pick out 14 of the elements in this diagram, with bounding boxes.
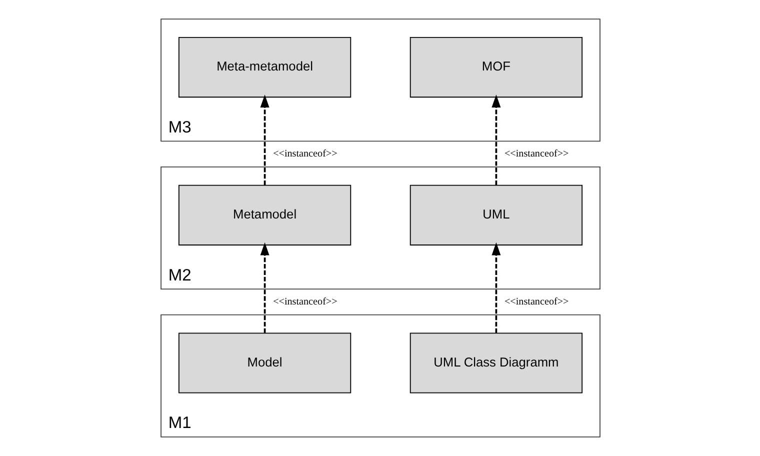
node-box: MOF bbox=[409, 36, 582, 98]
arrow bbox=[491, 242, 500, 333]
edge-label: <<instanceof>> bbox=[272, 148, 337, 160]
edge-label: <<instanceof>> bbox=[504, 148, 568, 160]
arrow bbox=[491, 94, 500, 186]
arrow bbox=[260, 94, 269, 186]
edge-label: <<instanceof>> bbox=[504, 296, 568, 308]
node-box: UML Class Diagramm bbox=[409, 332, 582, 394]
node-box: Model bbox=[178, 332, 351, 394]
node-box: Metamodel bbox=[178, 184, 351, 246]
edge-label: <<instanceof>> bbox=[272, 296, 337, 308]
node-box: UML bbox=[409, 184, 582, 246]
arrow bbox=[260, 242, 269, 333]
node-box: Meta-metamodel bbox=[178, 36, 351, 98]
